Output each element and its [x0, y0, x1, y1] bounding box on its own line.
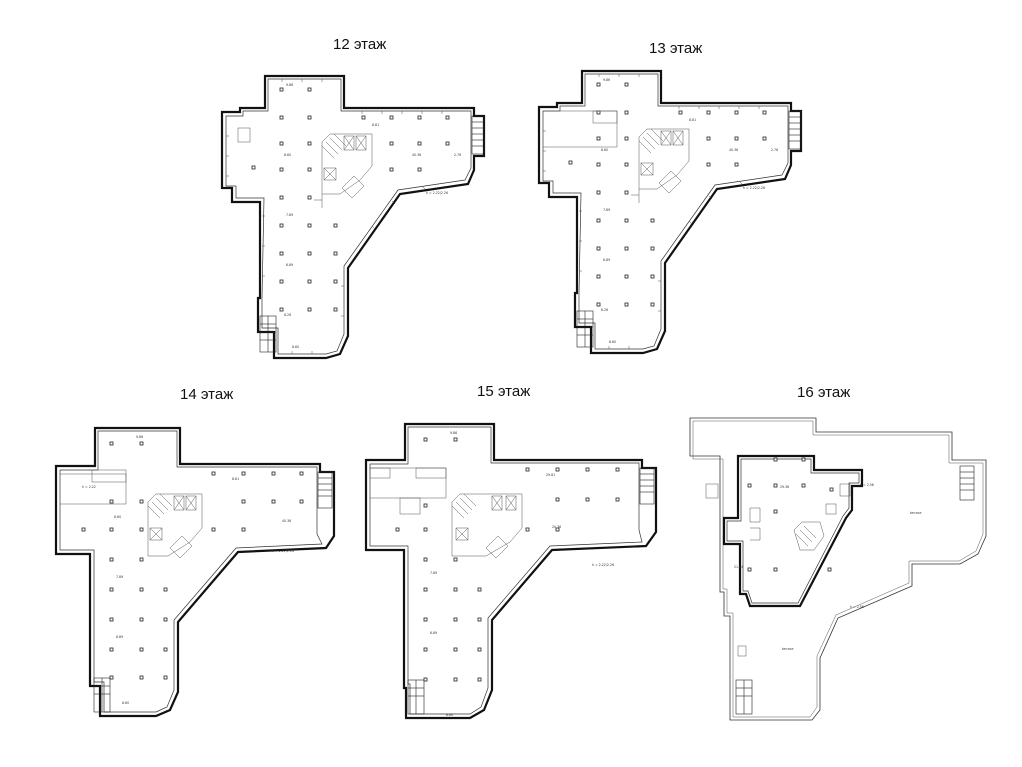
floor-plan-16: 29.38 terrace 21.44 h = 2.56 terrace h = 2.… — [689, 417, 987, 721]
svg-text:6.89: 6.89 — [116, 635, 123, 639]
svg-text:6.89: 6.89 — [430, 631, 437, 635]
svg-text:29.81: 29.81 — [546, 473, 555, 477]
floor-title-12: 12 этаж — [333, 36, 387, 53]
floor-title-15: 15 этаж — [477, 383, 531, 400]
svg-text:9.86: 9.86 — [136, 435, 143, 439]
floor-plan-14: 9.86 8.81 40.36 8.60 7.89 6.89 8.60 h = 2.22/… — [54, 426, 336, 718]
floor-plan-12 — [220, 74, 486, 360]
svg-text:terrace: terrace — [782, 647, 793, 651]
floor-title-13: 13 этаж — [649, 40, 703, 57]
floor-title-16: 16 этаж — [797, 384, 851, 401]
floor-plan-13 — [537, 69, 803, 355]
svg-text:21.44: 21.44 — [734, 565, 743, 569]
svg-text:h = 2.22/2.26: h = 2.22/2.26 — [272, 549, 294, 553]
svg-text:h = 2.56: h = 2.56 — [860, 483, 874, 487]
svg-text:20.36: 20.36 — [552, 525, 561, 529]
svg-text:8.60: 8.60 — [114, 515, 121, 519]
svg-text:8.60: 8.60 — [446, 713, 453, 717]
svg-text:7.89: 7.89 — [430, 571, 437, 575]
floor-title-14: 14 этаж — [180, 386, 234, 403]
floor-plan-15: 9.86 29.81 20.36 7.89 6.89 8.60 h = 2.22/2.2… — [364, 422, 658, 720]
svg-text:9.86: 9.86 — [450, 431, 457, 435]
svg-text:8.81: 8.81 — [232, 477, 239, 481]
svg-text:8.60: 8.60 — [122, 701, 129, 705]
svg-text:7.89: 7.89 — [116, 575, 123, 579]
svg-text:40.36: 40.36 — [282, 519, 291, 523]
svg-text:h = 2.22/2.26: h = 2.22/2.26 — [592, 563, 614, 567]
svg-text:h = 2.22: h = 2.22 — [82, 485, 96, 489]
svg-text:h = 2.56: h = 2.56 — [850, 605, 864, 609]
svg-text:terrace: terrace — [910, 511, 921, 515]
svg-text:29.38: 29.38 — [780, 485, 789, 489]
